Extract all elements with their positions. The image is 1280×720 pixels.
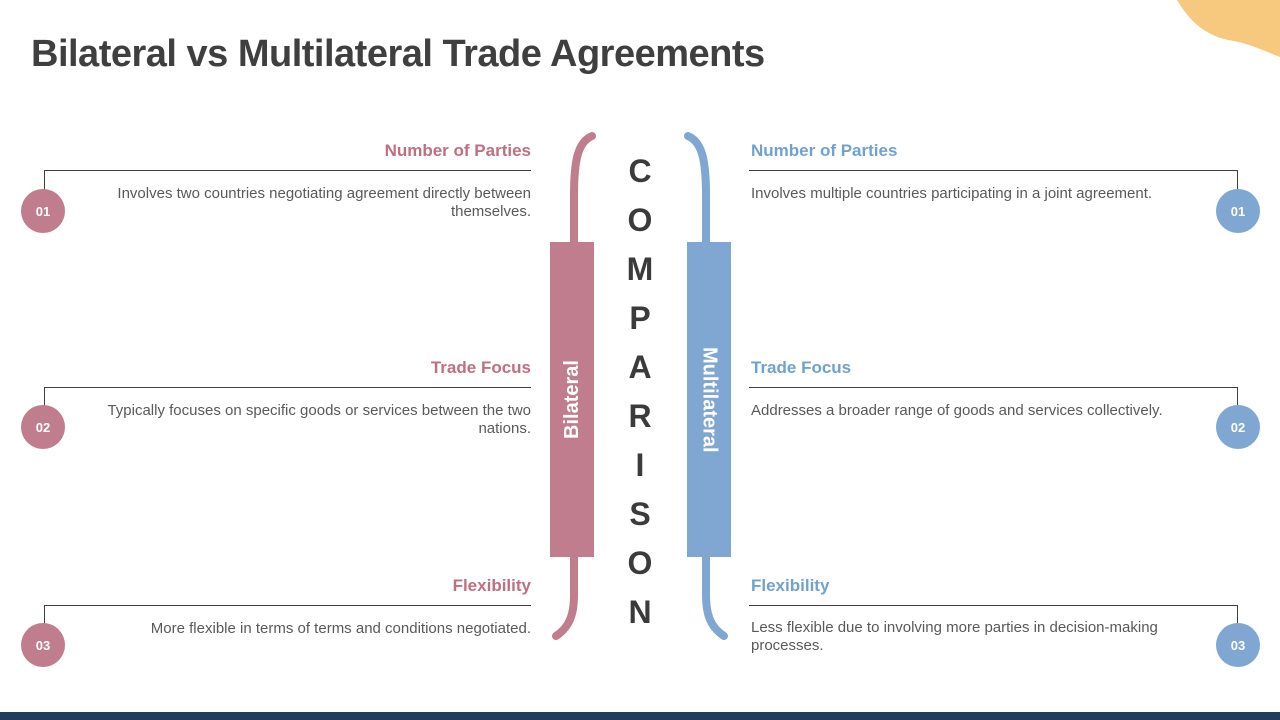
bilateral-heading-flexibility: Flexibility — [452, 576, 531, 595]
bilateral-bottom-hook — [552, 549, 578, 640]
comparison-letter: O — [627, 202, 653, 238]
bilateral-body-1: Involves two countries negotiating agree… — [117, 185, 531, 221]
comparison-letter: A — [628, 349, 652, 385]
multilateral-body-2: Addresses a broader range of goods and s… — [751, 402, 1163, 419]
comparison-vertical-word: C O M P A R I S O N — [600, 155, 680, 628]
bilateral-connector-2 — [44, 387, 531, 411]
comparison-letter: I — [635, 447, 645, 483]
comparison-letter: S — [629, 496, 651, 532]
multilateral-bottom-hook — [702, 549, 728, 640]
bilateral-body-2: Typically focuses on specific goods or s… — [107, 402, 531, 438]
multilateral-heading-trade-focus: Trade Focus — [751, 358, 852, 377]
multilateral-number-badge-03: 03 — [1216, 623, 1260, 667]
comparison-letter: O — [627, 545, 653, 581]
bilateral-heading-trade-focus: Trade Focus — [430, 358, 531, 377]
multilateral-top-hook — [684, 132, 710, 251]
multilateral-connector-2 — [749, 387, 1238, 411]
comparison-letter: C — [628, 153, 652, 189]
multilateral-heading-flexibility: Flexibility — [751, 576, 830, 595]
multilateral-body-1: Involves multiple countries participatin… — [751, 185, 1153, 202]
comparison-letter: P — [629, 300, 651, 336]
multilateral-connector-3 — [749, 605, 1238, 629]
multilateral-number-badge-02: 02 — [1216, 405, 1260, 449]
comparison-letter: R — [628, 398, 652, 434]
multilateral-connector-1 — [749, 170, 1238, 194]
bilateral-banner-label: Bilateral — [560, 360, 583, 439]
bilateral-heading-number-of-parties: Number of Parties — [384, 141, 531, 160]
footer-accent-bar — [0, 712, 1280, 720]
bilateral-number-badge-03: 03 — [21, 623, 65, 667]
bilateral-top-hook — [570, 132, 596, 251]
corner-blob-decoration — [1177, 0, 1280, 57]
multilateral-banner: Multilateral — [687, 242, 731, 557]
multilateral-number-badge-01: 01 — [1216, 189, 1260, 233]
multilateral-body-3: Less flexible due to involving more part… — [751, 619, 1158, 655]
bilateral-number-badge-01: 01 — [21, 189, 65, 233]
comparison-letter: N — [628, 594, 652, 630]
bilateral-body-3: More flexible in terms of terms and cond… — [150, 620, 531, 637]
multilateral-banner-label: Multilateral — [698, 346, 721, 453]
bilateral-banner: Bilateral — [550, 242, 594, 557]
slide-title: Bilateral vs Multilateral Trade Agreemen… — [31, 33, 765, 75]
bilateral-number-badge-02: 02 — [21, 405, 65, 449]
center-bracket-curves — [552, 132, 728, 640]
bilateral-connector-1 — [44, 170, 531, 194]
multilateral-heading-number-of-parties: Number of Parties — [751, 141, 898, 160]
comparison-letter: M — [626, 251, 654, 287]
bilateral-connector-3 — [44, 605, 531, 629]
